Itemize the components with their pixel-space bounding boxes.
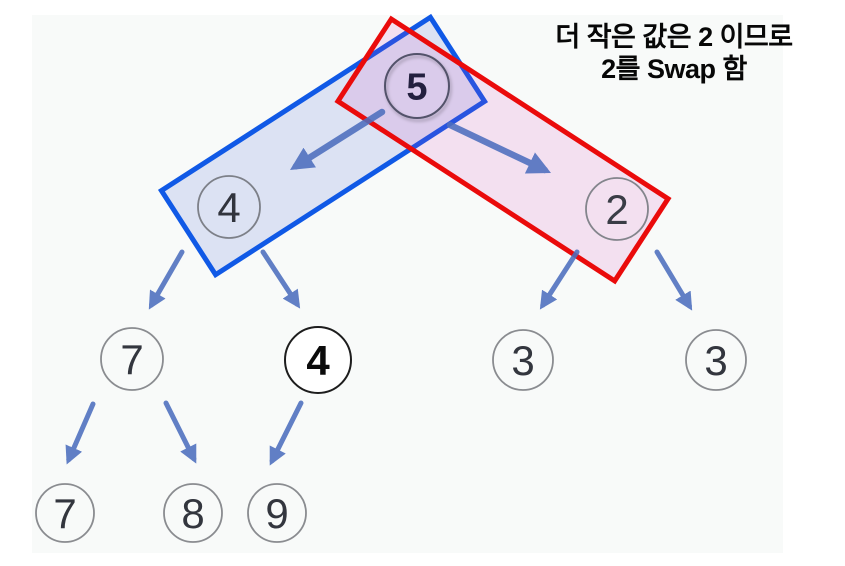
- node-7-circle: [100, 327, 164, 391]
- edge-2-to-3a: [539, 249, 580, 310]
- edge-7-to-8: [163, 400, 197, 464]
- node-9-circle: [247, 483, 307, 543]
- edge-2-to-3b: [654, 249, 693, 311]
- node-4-bold-circle: [284, 326, 352, 394]
- diagram-background-panel: [32, 15, 783, 553]
- edge-4-to-4b: [260, 249, 301, 309]
- node-7-leaf-circle: [35, 483, 95, 543]
- node-4-circle: [197, 175, 261, 239]
- tree-edges-layer: [65, 108, 693, 466]
- node-2-circle: [585, 177, 649, 241]
- edge-5-to-4: [289, 108, 386, 171]
- edge-4-to-7: [148, 249, 185, 310]
- node-3-left-circle: [492, 329, 554, 391]
- edge-7-to-7b: [65, 401, 96, 465]
- tree-node-node-4-bold: 4: [284, 326, 352, 394]
- edge-4b-to-9: [269, 400, 304, 466]
- root-5-circle: [384, 53, 450, 119]
- node-3-right-circle: [685, 329, 747, 391]
- node-8-circle: [163, 483, 223, 543]
- edge-5-to-2: [446, 121, 552, 174]
